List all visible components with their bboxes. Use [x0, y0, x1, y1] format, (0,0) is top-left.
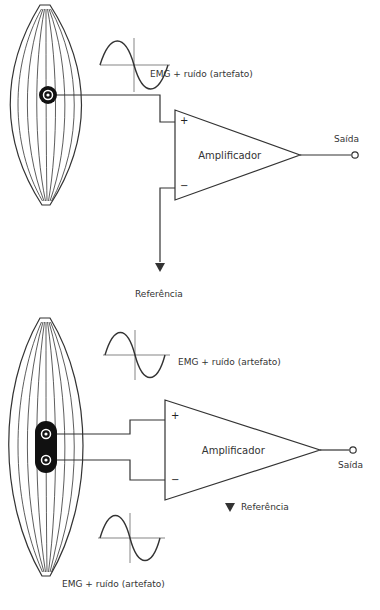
signal-wave [100, 38, 170, 92]
signal-label: EMG + ruído (artefato) [62, 580, 165, 590]
signal-wave [103, 330, 170, 380]
amplifier-triangle: Amplificador [175, 110, 300, 200]
input-wire [57, 460, 165, 480]
signal-label: Referência [241, 503, 289, 513]
input-sign: + [171, 410, 179, 421]
signal-label: Saída [334, 135, 359, 145]
amplifier-triangle-shape [165, 400, 320, 500]
muscle-outline [9, 318, 83, 576]
input-sign: − [171, 474, 179, 485]
input-wire [57, 420, 165, 434]
signal-label: EMG + ruído (artefato) [178, 358, 281, 368]
output-wire [300, 154, 351, 155]
amplifier-triangle: Amplificador [165, 400, 320, 500]
muscle-fiber [51, 9, 75, 201]
signal-label: EMG + ruído (artefato) [150, 70, 253, 80]
muscle-outline [10, 5, 81, 205]
signal-label: Referência [135, 290, 183, 300]
muscle-fiber [48, 9, 56, 201]
input-sign: + [180, 115, 188, 126]
reference-symbol [155, 263, 165, 272]
amplifier-label: Amplificador [198, 150, 261, 161]
reference-wire [160, 188, 175, 262]
amplifier-triangle-shape [175, 110, 300, 200]
electrode [39, 86, 57, 104]
muscle-fiber [37, 9, 46, 201]
muscle-fiber [49, 9, 65, 201]
output-wire [320, 449, 349, 450]
muscle-fiber [46, 9, 47, 201]
muscle-fiber [27, 9, 44, 201]
amplifier-label: Amplificador [202, 445, 265, 456]
muscle-fiber [18, 9, 43, 201]
signal-wave [98, 513, 165, 563]
input-sign: − [180, 180, 188, 191]
output-terminal [350, 447, 356, 453]
muscle-fibers [18, 9, 74, 201]
muscle-fibers [18, 322, 74, 572]
signal-label: Saída [338, 461, 363, 471]
input-wire [57, 95, 175, 122]
reference-symbol [225, 503, 235, 512]
bipolar-electrode [35, 421, 57, 473]
output-terminal [352, 152, 358, 158]
